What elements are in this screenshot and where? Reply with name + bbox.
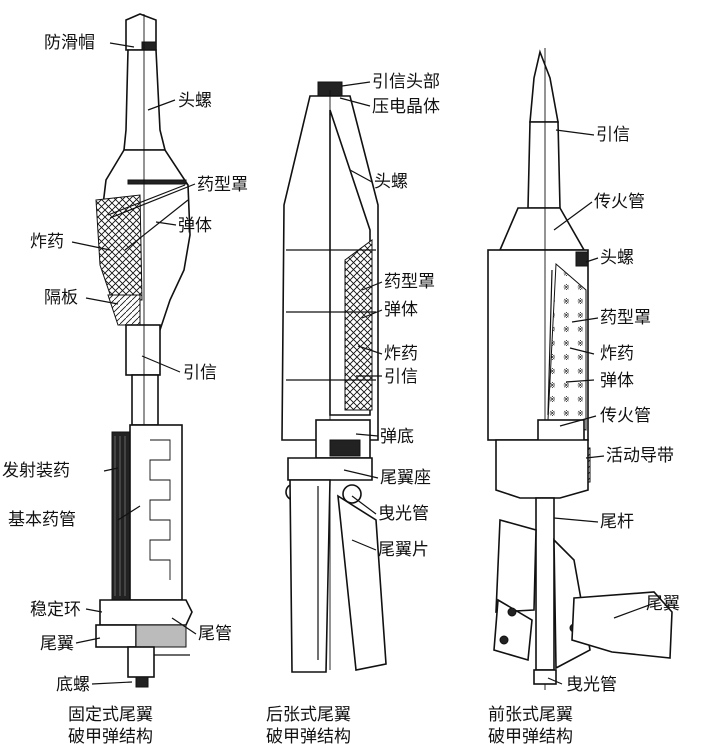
label-explosive-1: 炸药 bbox=[30, 232, 64, 252]
label-liner-2: 药型罩 bbox=[384, 272, 435, 292]
label-fuze-1: 引信 bbox=[183, 363, 217, 383]
caption-round-2-line2: 破甲弹结构 bbox=[266, 727, 351, 747]
label-tracer-3: 曳光管 bbox=[566, 675, 617, 695]
label-explosive-3: 炸药 bbox=[600, 344, 634, 364]
label-stabilizer-ring: 稳定环 bbox=[30, 600, 81, 620]
label-fuze-head: 引信头部 bbox=[372, 72, 440, 92]
label-flash-tube-bottom: 传火管 bbox=[600, 406, 651, 426]
caption-round-1: 固定式尾翼 破甲弹结构 bbox=[68, 704, 153, 748]
label-liner-3: 药型罩 bbox=[600, 308, 651, 328]
label-base: 弹底 bbox=[380, 427, 414, 447]
label-body-1: 弹体 bbox=[178, 216, 212, 236]
round-3-front-fin bbox=[487, 48, 673, 690]
caption-round-1-line2: 破甲弹结构 bbox=[68, 727, 153, 747]
caption-round-3-line1: 前张式尾翼 bbox=[488, 705, 573, 725]
label-nose-screw-3: 头螺 bbox=[600, 248, 634, 268]
label-flash-tube-top: 传火管 bbox=[594, 192, 645, 212]
label-fuze-3: 引信 bbox=[596, 125, 630, 145]
caption-round-2: 后张式尾翼 破甲弹结构 bbox=[266, 704, 351, 748]
label-partition: 隔板 bbox=[44, 288, 78, 308]
label-propellant: 发射装药 bbox=[2, 461, 70, 481]
label-explosive-2: 炸药 bbox=[384, 344, 418, 364]
label-fin-blade: 尾翼片 bbox=[378, 540, 429, 560]
label-fuze-2: 引信 bbox=[384, 367, 418, 387]
label-fin-seat: 尾翼座 bbox=[380, 468, 431, 488]
label-piezo-crystal: 压电晶体 bbox=[372, 97, 440, 117]
round-2-rear-fin bbox=[281, 81, 387, 673]
label-body-3: 弹体 bbox=[600, 371, 634, 391]
label-rotating-band: 活动导带 bbox=[606, 446, 674, 466]
caption-round-3: 前张式尾翼 破甲弹结构 bbox=[488, 704, 573, 748]
label-body-2: 弹体 bbox=[384, 300, 418, 320]
label-nose-screw-2: 头螺 bbox=[374, 172, 408, 192]
label-tracer-2: 曳光管 bbox=[378, 504, 429, 524]
label-tail-rod: 尾杆 bbox=[600, 512, 634, 532]
caption-round-2-line1: 后张式尾翼 bbox=[266, 705, 351, 725]
label-base-charge-tube: 基本药管 bbox=[8, 510, 76, 530]
label-base-screw: 底螺 bbox=[56, 675, 90, 695]
caption-round-1-line1: 固定式尾翼 bbox=[68, 705, 153, 725]
caption-round-3-line2: 破甲弹结构 bbox=[488, 727, 573, 747]
label-tail-tube: 尾管 bbox=[198, 624, 232, 644]
leader-lines bbox=[71, 42, 653, 685]
label-nose-screw-1: 头螺 bbox=[178, 91, 212, 111]
label-anti-slip-cap: 防滑帽 bbox=[44, 33, 95, 53]
round-1-fixed-fin bbox=[95, 13, 193, 688]
label-liner-1: 药型罩 bbox=[197, 175, 248, 195]
label-fin-3: 尾翼 bbox=[646, 594, 680, 614]
label-fin-1: 尾翼 bbox=[40, 634, 74, 654]
